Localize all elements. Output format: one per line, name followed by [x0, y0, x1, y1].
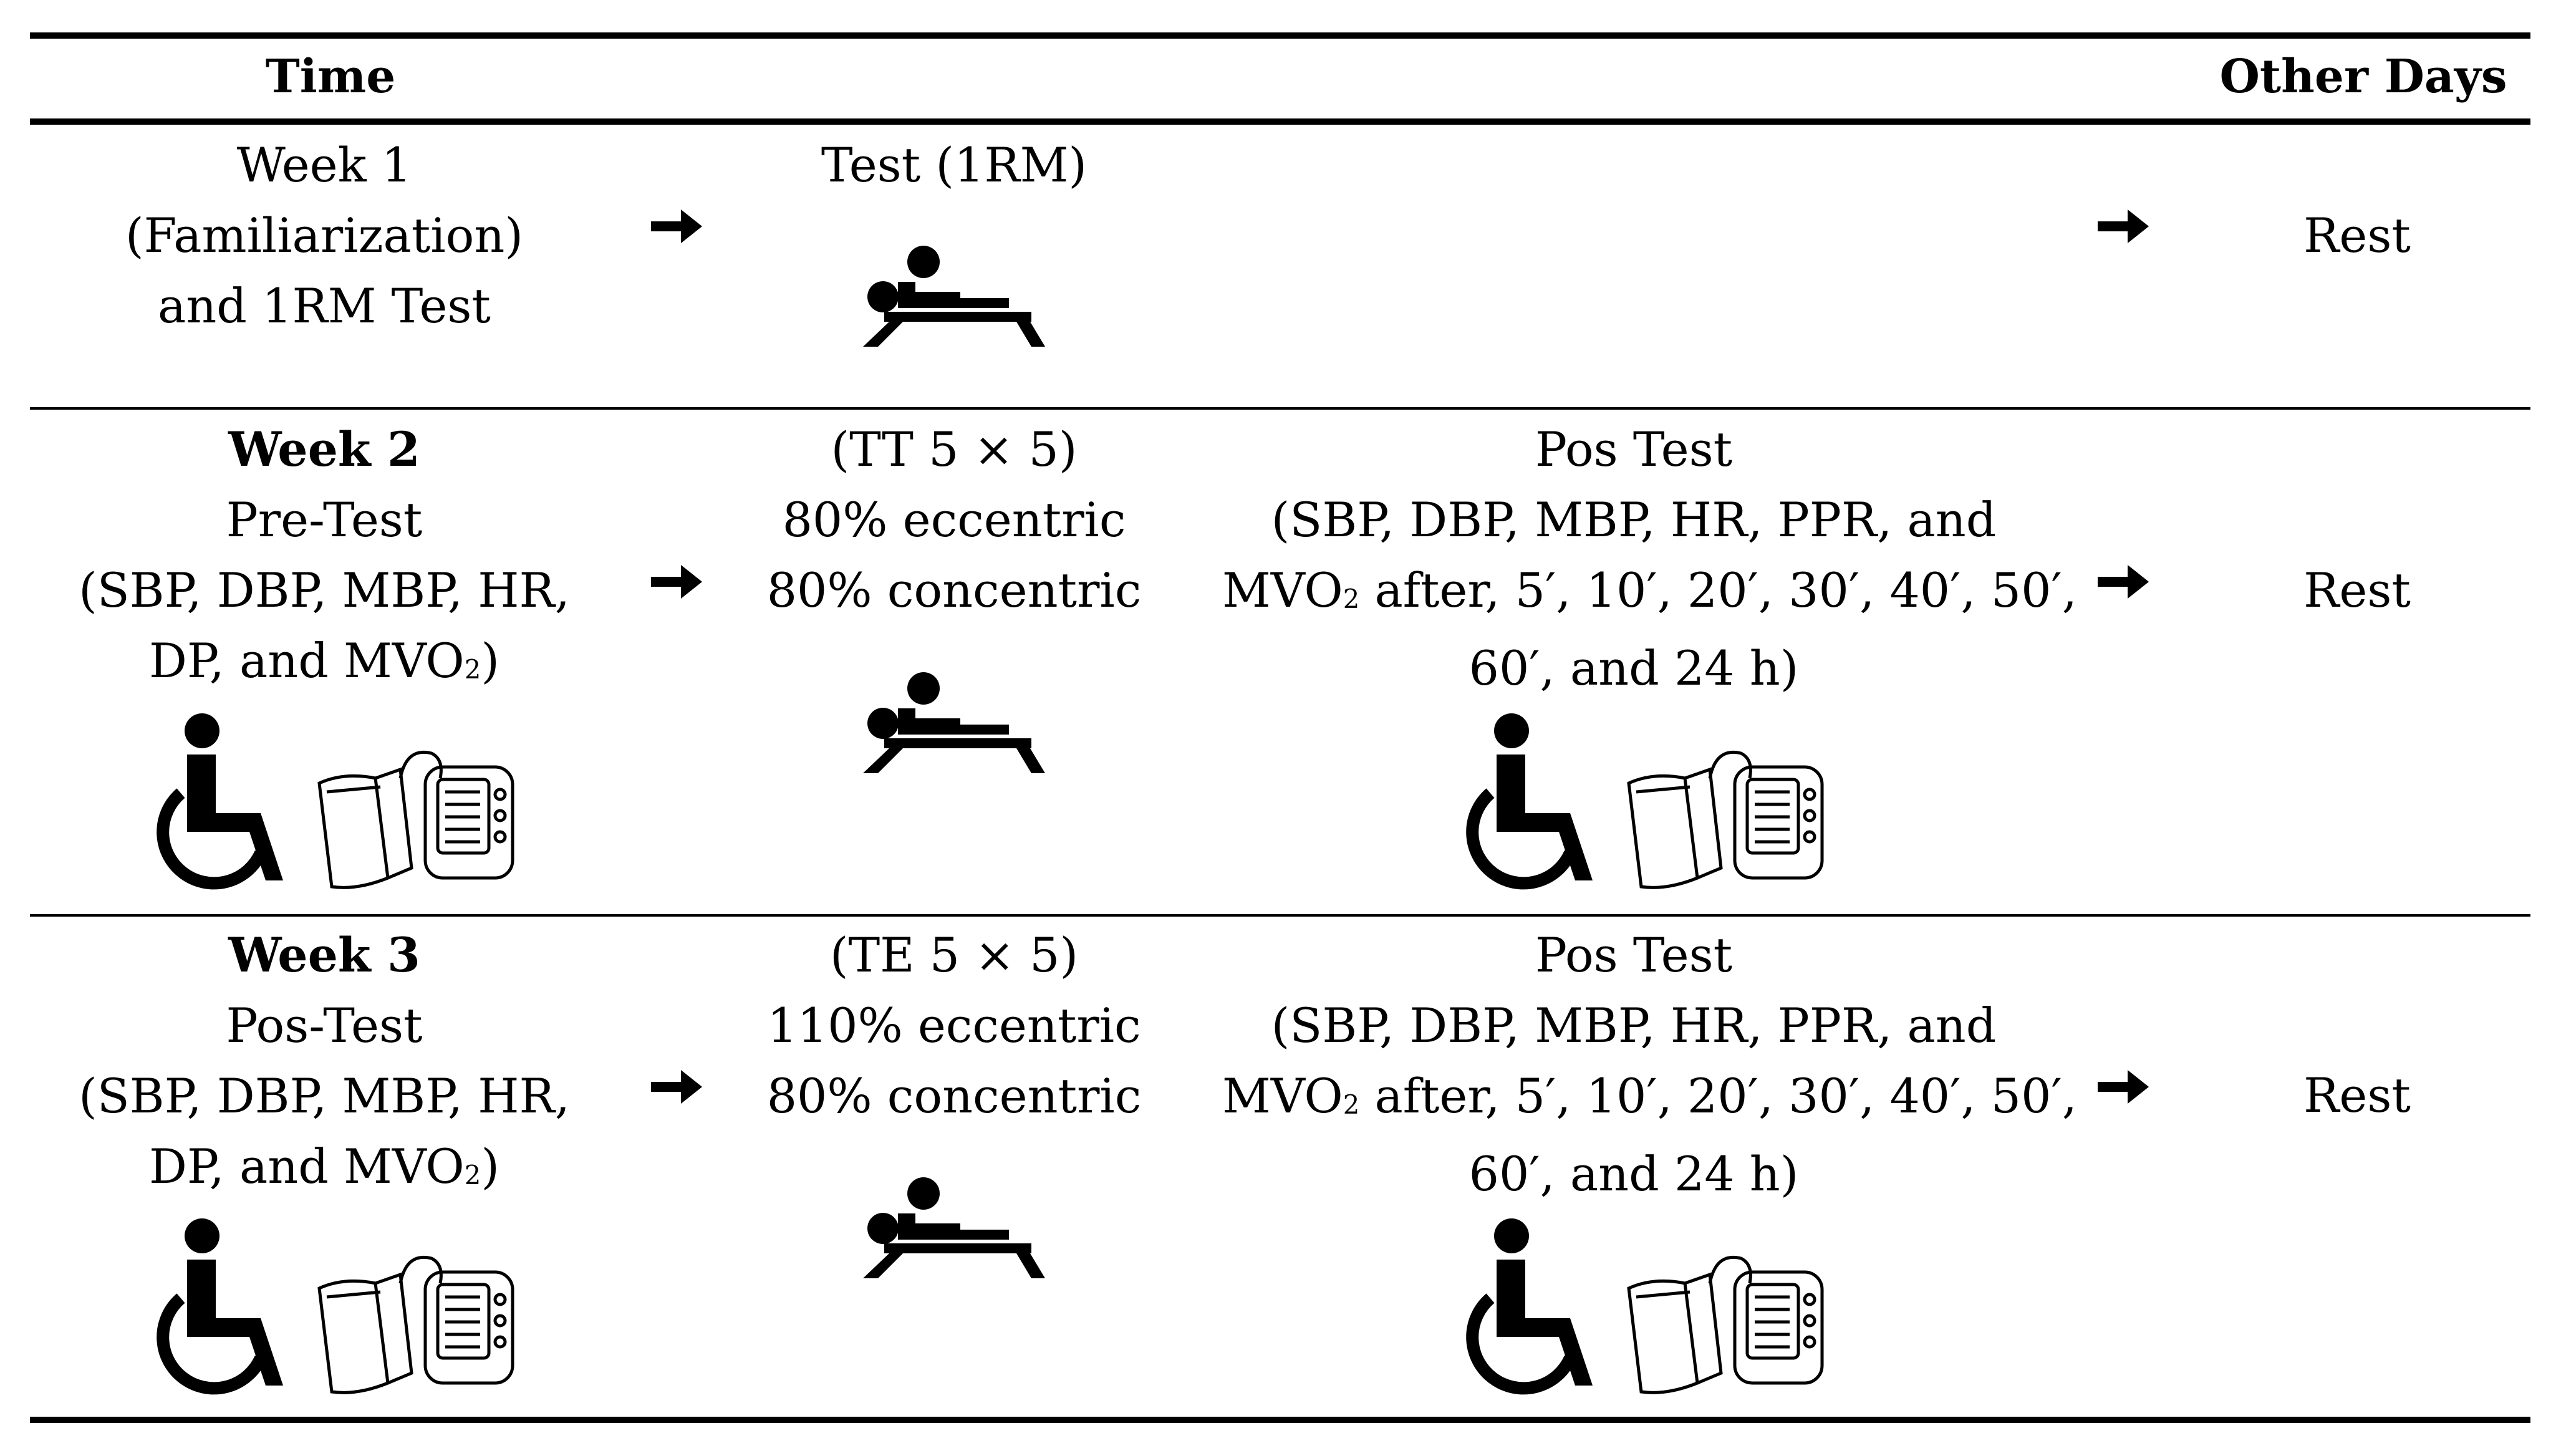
row2-week-title: Week 2 — [228, 422, 420, 477]
row2-session-line: (TT 5 × 5) — [831, 422, 1078, 477]
row3-session-line: 80% concentric — [766, 1068, 1142, 1124]
row1-other: Rest — [2303, 208, 2411, 263]
table-bottom-rule — [30, 1417, 2530, 1423]
row3-time: Week 3 Pos-Test (SBP, DBP, MBP, HR, DP, … — [37, 920, 611, 1209]
row1-time-line: (Familiarization) — [125, 208, 524, 263]
row3-time-line: Pos-Test — [226, 998, 423, 1053]
wheelchair-icon — [156, 1217, 299, 1404]
bench-press-icon — [859, 668, 1046, 774]
row2-time-line: DP, and MVO2) — [149, 633, 499, 688]
arrow-right-icon — [2095, 560, 2151, 604]
row2-post-line: (SBP, DBP, MBP, HR, PPR, and — [1271, 492, 1997, 547]
row2-post-line: 60′, and 24 h) — [1469, 640, 1799, 696]
row2-time-line: (SBP, DBP, MBP, HR, — [79, 562, 570, 618]
row2-post: Pos Test (SBP, DBP, MBP, HR, PPR, and MV… — [1222, 414, 2077, 703]
row3-post-line: 60′, and 24 h) — [1469, 1146, 1799, 1202]
arrow-right-icon — [2095, 205, 2151, 248]
blood-pressure-monitor-icon — [1616, 735, 1828, 897]
row3-time-line: (SBP, DBP, MBP, HR, — [79, 1068, 570, 1124]
row3-week-title: Week 3 — [228, 927, 420, 983]
table-top-rule — [30, 32, 2530, 39]
row3-post-line: (SBP, DBP, MBP, HR, PPR, and — [1271, 998, 1997, 1053]
row3-post-line: MVO2 after, 5′, 10′, 20′, 30′, 40′, 50′, — [1222, 1068, 2077, 1124]
header-other-days: Other Days — [2219, 50, 2507, 104]
row3-session-line: (TE 5 × 5) — [829, 927, 1079, 983]
bench-press-icon — [859, 242, 1046, 348]
row2-session-line: 80% eccentric — [782, 492, 1126, 547]
row3-session: (TE 5 × 5) 110% eccentric 80% concentric — [736, 920, 1172, 1131]
blood-pressure-monitor-icon — [307, 735, 519, 897]
header-time: Time — [265, 50, 396, 104]
row1-session-line: Test (1RM) — [821, 137, 1088, 193]
arrow-right-icon — [649, 1065, 705, 1109]
wheelchair-icon — [156, 712, 299, 899]
arrow-right-icon — [649, 560, 705, 604]
blood-pressure-monitor-icon — [1616, 1240, 1828, 1402]
row2-session: (TT 5 × 5) 80% eccentric 80% concentric — [736, 414, 1172, 625]
row3-other: Rest — [2303, 1068, 2411, 1123]
row-divider — [30, 407, 2530, 410]
row1-time: Week 1 (Familiarization) and 1RM Test — [37, 130, 611, 341]
row2-time-line: Pre-Test — [226, 492, 423, 547]
row2-time: Week 2 Pre-Test (SBP, DBP, MBP, HR, DP, … — [37, 414, 611, 703]
row2-session-line: 80% concentric — [766, 562, 1142, 618]
wheelchair-icon — [1465, 1217, 1609, 1404]
row2-post-line: Pos Test — [1535, 422, 1733, 477]
bench-press-icon — [859, 1174, 1046, 1280]
row2-post-line: MVO2 after, 5′, 10′, 20′, 30′, 40′, 50′, — [1222, 562, 2077, 618]
row3-time-line: DP, and MVO2) — [149, 1139, 499, 1194]
blood-pressure-monitor-icon — [307, 1240, 519, 1402]
header-bottom-rule — [30, 118, 2530, 125]
row1-time-line: Week 1 — [236, 137, 412, 193]
row3-post-line: Pos Test — [1535, 927, 1733, 983]
wheelchair-icon — [1465, 712, 1609, 899]
row-divider — [30, 914, 2530, 917]
arrow-right-icon — [2095, 1065, 2151, 1109]
row3-session-line: 110% eccentric — [767, 998, 1141, 1053]
arrow-right-icon — [649, 205, 705, 248]
row3-post: Pos Test (SBP, DBP, MBP, HR, PPR, and MV… — [1222, 920, 2077, 1209]
row1-time-line: and 1RM Test — [158, 278, 491, 334]
row1-session: Test (1RM) — [736, 130, 1172, 200]
row2-other: Rest — [2303, 562, 2411, 618]
